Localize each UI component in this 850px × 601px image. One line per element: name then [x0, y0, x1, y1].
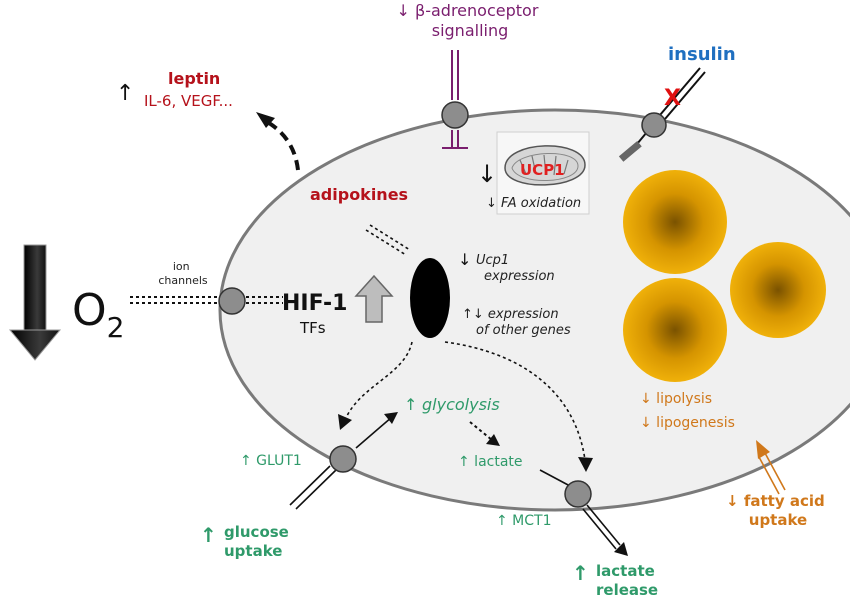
- hif-increase-arrow: [354, 274, 394, 323]
- fatty-acid-arrowhead: [756, 440, 770, 459]
- ion-channels-label: ion channels: [158, 260, 208, 287]
- ucp1-label: UCP1: [520, 161, 565, 179]
- lipogenesis-label: ↓ lipogenesis: [640, 415, 735, 431]
- lipid-droplet-right: [730, 242, 826, 338]
- il6-vegf-label: IL-6, VEGF...: [144, 92, 233, 110]
- lipolysis-label: ↓ lipolysis: [640, 391, 712, 407]
- nucleus: [410, 258, 450, 338]
- ion-channel: [218, 287, 246, 315]
- adipokines-line: [365, 224, 411, 256]
- hif1-label: HIF-1: [282, 291, 347, 316]
- glut1-arrowhead: [338, 414, 352, 430]
- adipokines-label: adipokines: [310, 185, 408, 204]
- beta-receptor-lines: [442, 50, 468, 149]
- nucleus-to-mct1-arrow: [444, 341, 586, 461]
- lipid-droplet-top: [623, 170, 727, 274]
- other-genes-label: ↑↓ expression of other genes: [462, 307, 571, 338]
- glucose-uptake-lines: [289, 416, 393, 510]
- o2-channel-line: [130, 296, 218, 304]
- beta-adrenoceptor-label: ↓ β-adrenoceptor signalling: [397, 1, 544, 40]
- glucose-uptake-label: glucose uptake: [224, 523, 294, 560]
- secretion-arrowhead: [256, 112, 275, 128]
- mct1-label: ↑ MCT1: [496, 513, 552, 529]
- glucose-uptake-arrowhead: [384, 412, 398, 424]
- glucose-uptake-up-arrow: ↑: [200, 523, 217, 547]
- lactate-release-lines: [539, 469, 621, 550]
- lactate-release-up-arrow: ↑: [572, 561, 589, 585]
- mct1-transporter: [564, 480, 592, 508]
- leptin-label: leptin: [168, 69, 220, 88]
- o2-decrease-arrow: [8, 244, 62, 361]
- fatty-acid-uptake-arrow: [758, 452, 786, 495]
- tfs-label: TFs: [299, 319, 326, 337]
- insulin-label: insulin: [668, 44, 736, 65]
- nucleus-to-glut1-arrow: [344, 341, 413, 421]
- glut1-transporter: [329, 445, 357, 473]
- o2-label: O2: [72, 285, 124, 344]
- glycolysis-label: glycolysis: [422, 395, 500, 414]
- lactate-release-label: lactate release: [596, 562, 660, 599]
- fa-oxidation-label: ↓ FA oxidation: [486, 196, 581, 211]
- mct1-arrowhead: [578, 457, 593, 472]
- lactate-arrowhead: [486, 434, 500, 446]
- glut1-label: ↑ GLUT1: [240, 453, 302, 469]
- leptin-up-arrow: ↑: [116, 81, 134, 106]
- ucp1-expr-down-arrow: ↓: [458, 250, 471, 269]
- ucp1-down-arrow: ↓: [477, 160, 497, 188]
- channel-hif-line: [246, 296, 283, 304]
- glycolysis-to-lactate-arrow: [469, 421, 493, 441]
- adipokines-secretion-arrow: [263, 118, 300, 171]
- insulin-receptor-blocker: [618, 140, 642, 162]
- ucp1-expression-label: Ucp1 expression: [476, 253, 555, 284]
- fatty-acid-uptake-label: ↓ fatty acid uptake: [726, 492, 830, 529]
- lactate-release-arrowhead: [614, 542, 628, 556]
- glycolysis-up-arrow: ↑: [404, 395, 417, 414]
- beta-receptor: [441, 101, 469, 129]
- insulin-receptor: [641, 112, 667, 138]
- lipid-droplet-middle-left: [623, 278, 727, 382]
- lactate-label: ↑ lactate: [458, 454, 523, 470]
- mitochondrion-icon: [504, 145, 586, 186]
- insulin-block-mark: X: [664, 86, 681, 111]
